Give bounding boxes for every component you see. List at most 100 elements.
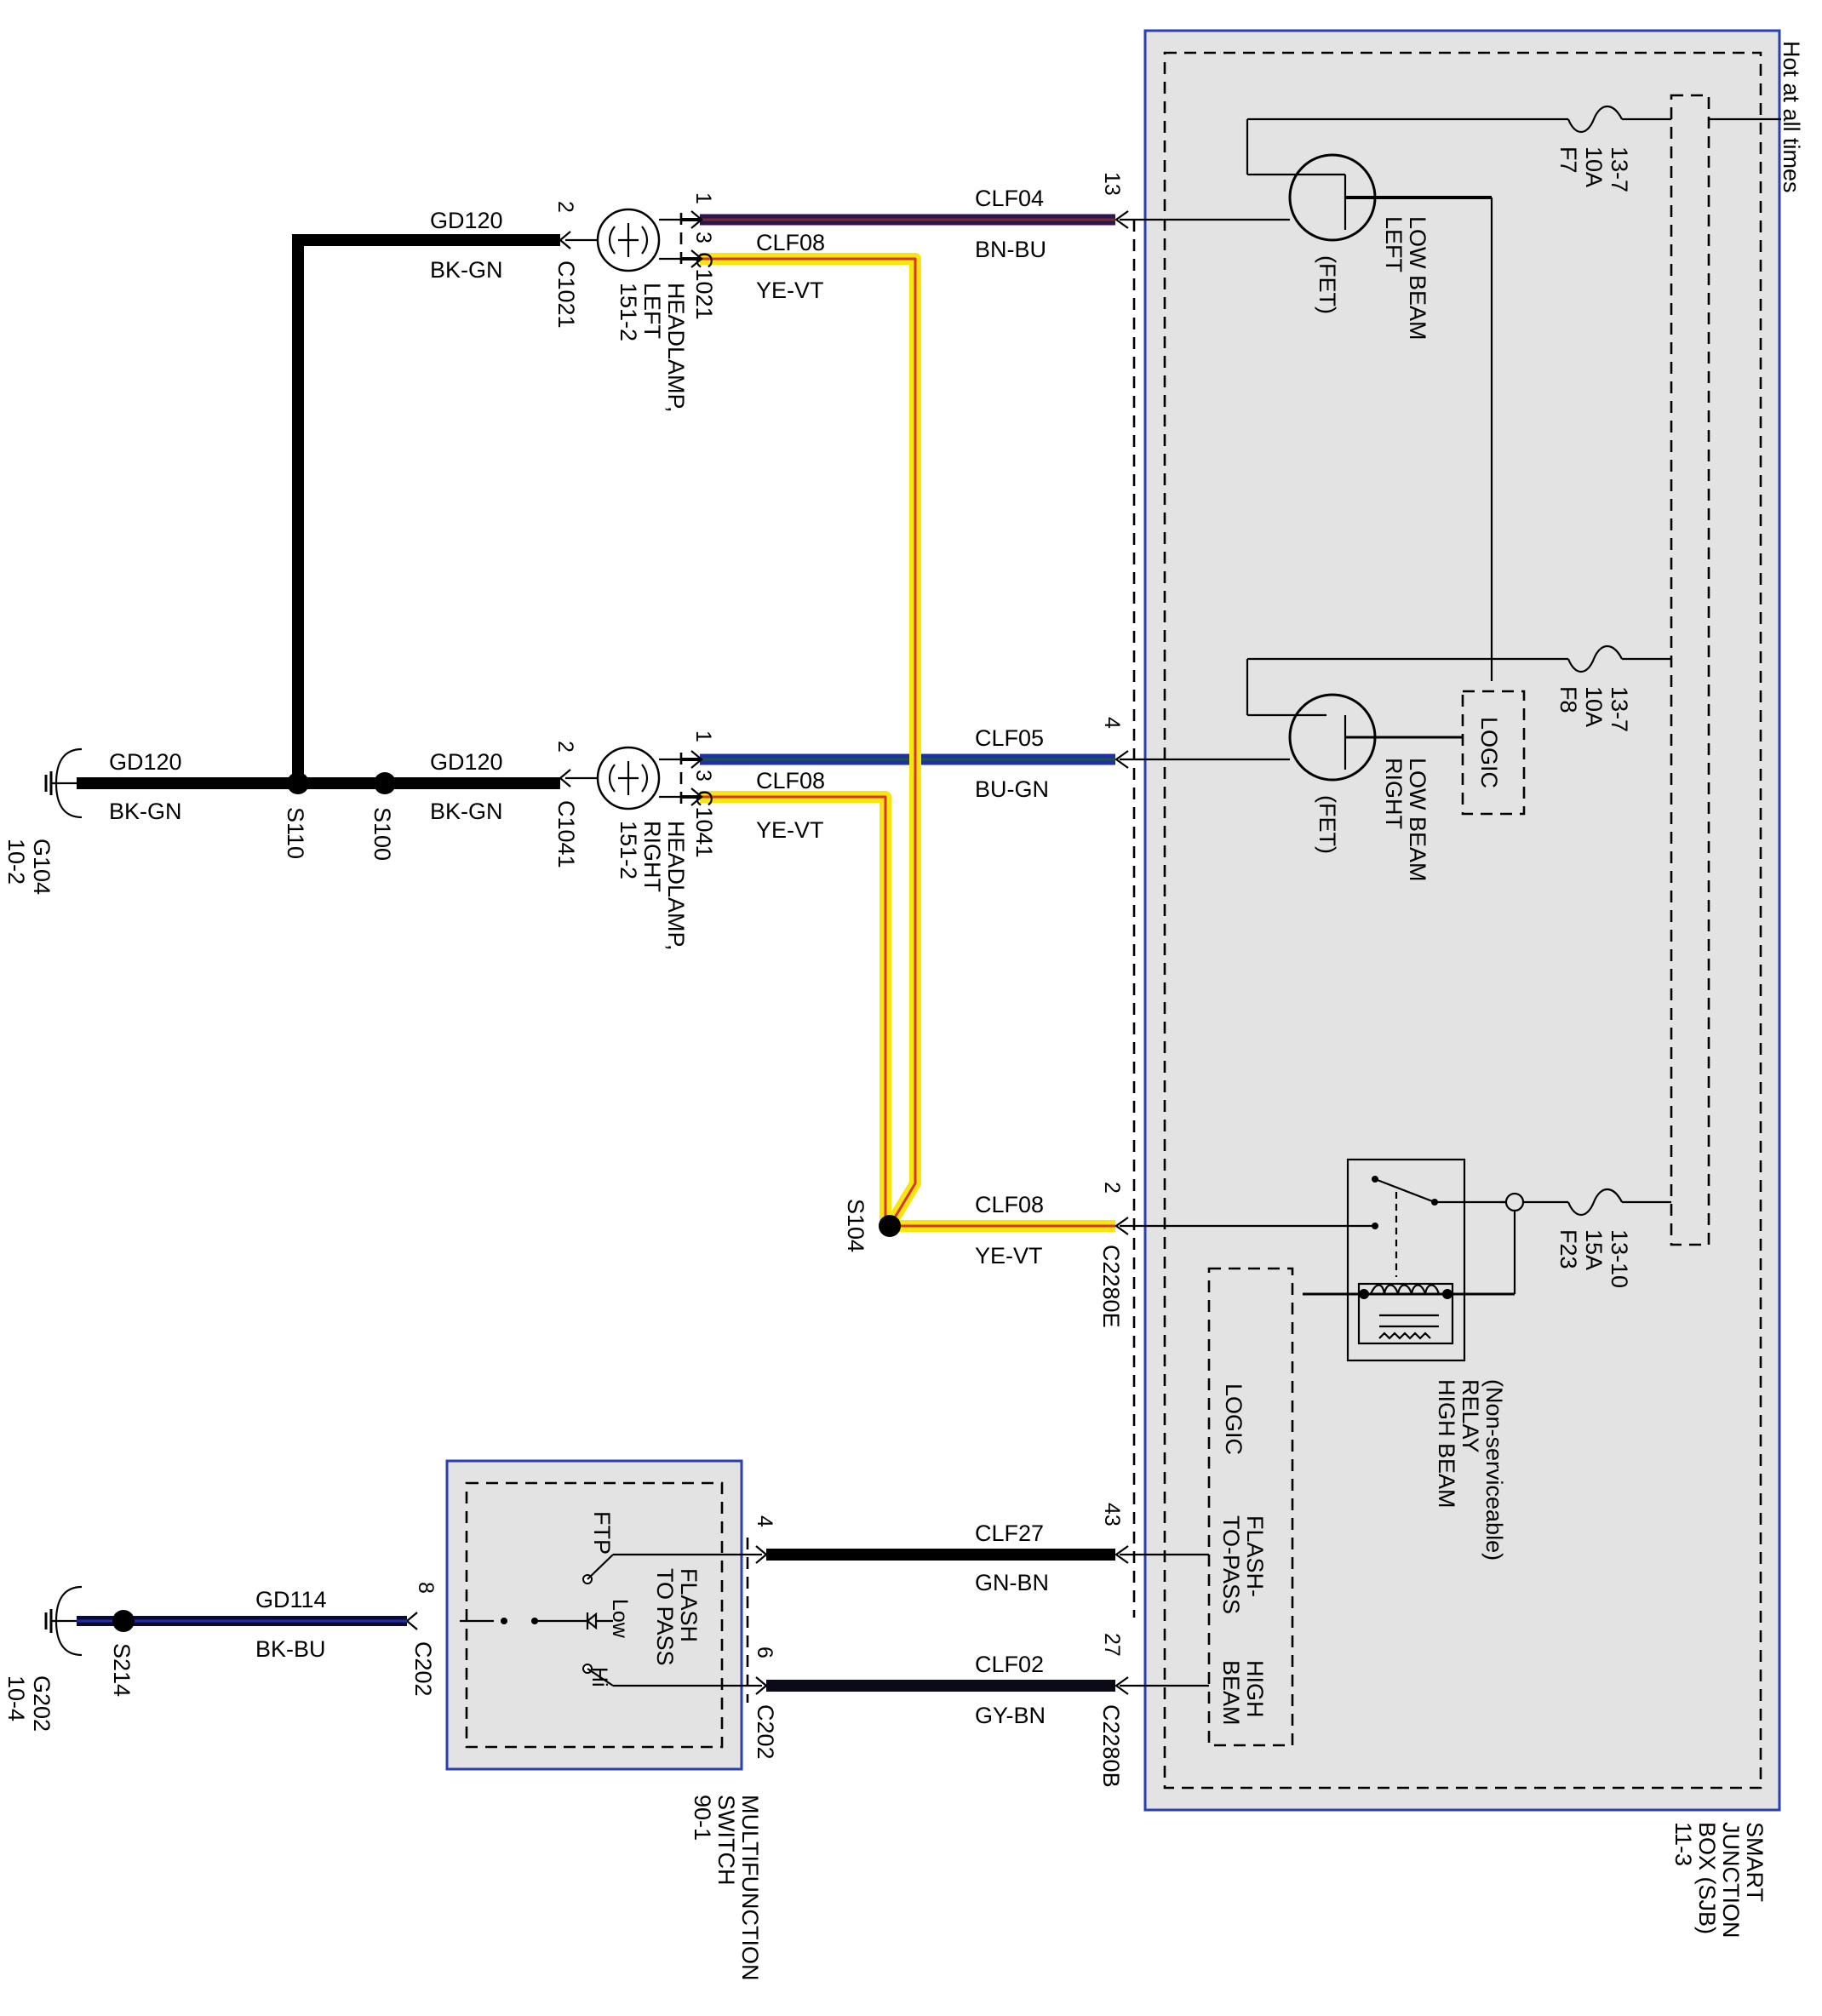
- mfs-pin-4: 4: [753, 1515, 776, 1527]
- fuse-f7: F7 10A 13-7: [1247, 105, 1671, 192]
- circuit-clf08-mid-name: CLF08: [756, 768, 825, 793]
- circuit-gd120-top-color: BK-GN: [430, 257, 503, 283]
- fet-right-name-line1: RIGHT: [1381, 758, 1407, 829]
- fuse-f23-ref: 13-10: [1607, 1229, 1632, 1288]
- bus-bar: [1670, 94, 1710, 1246]
- logic-lower-box: [1207, 1267, 1294, 1747]
- circuit-clf04-color: BN-BU: [975, 237, 1046, 262]
- circuit-gd120-mid-name: GD120: [430, 749, 503, 775]
- relay-name-line1: HIGH BEAM: [1434, 1379, 1459, 1509]
- circuit-clf02-color: GY-BN: [975, 1703, 1046, 1728]
- headlamp-left-c1021-right: C1021: [691, 252, 717, 320]
- fuse-f8-rating: 10A: [1581, 686, 1607, 727]
- relay-contact-arm: [1374, 1177, 1435, 1204]
- relay-coil-box: [1357, 1282, 1454, 1345]
- headlamp-left-pin-2: 2: [553, 201, 577, 213]
- fuse-f8-ref: 13-7: [1607, 686, 1632, 732]
- headlamp-left-pin-1: 1: [691, 192, 715, 204]
- sjb-pin-43: 43: [1100, 1503, 1124, 1526]
- headlamp-right-pin-3: 3: [691, 770, 715, 782]
- sjb-pins: 13 4 2 43 27 C2280E C2280B: [1098, 172, 1129, 1788]
- splice-s100: [374, 772, 396, 794]
- fet-right-name-line2: LOW BEAM: [1405, 758, 1430, 882]
- mfs-ftp-label: FTP: [589, 1511, 615, 1555]
- logic-lower-ftp-line2: TO-PASS: [1218, 1515, 1244, 1614]
- mfs-low-label: Low: [608, 1599, 632, 1639]
- mfs-pin-6: 6: [753, 1647, 776, 1658]
- ground-g202-ref: 10-4: [3, 1675, 29, 1721]
- headlamp-right-name-line3: 151-2: [616, 821, 641, 879]
- logic-lower-title: LOGIC: [1221, 1383, 1246, 1455]
- sjb-name-line3: BOX (SJB): [1694, 1822, 1720, 1934]
- fuse-f23-symbol: [1567, 1188, 1623, 1217]
- circuit-clf04-name: CLF04: [975, 186, 1044, 211]
- sjb-name-line1: SMART: [1742, 1822, 1768, 1902]
- sjb-housing: [1143, 29, 1781, 1812]
- circuit-gd120-mid-color: BK-GN: [430, 799, 503, 824]
- multifunction-switch: FTP FLASH TO PASS Low Hi MULTIFUNCTION S…: [405, 1459, 778, 1980]
- wire-clf08-right-branch: [700, 791, 891, 1226]
- hot-at-all-times-label: Hot at all times: [1779, 41, 1804, 193]
- ground-g104-ref: 10-2: [3, 839, 29, 885]
- sjb-inner-dashed-boundary: [1163, 51, 1762, 1790]
- fet-left-low-beam: LEFT LOW BEAM (FET): [1120, 119, 1493, 681]
- logic-upper-box: [1461, 690, 1526, 816]
- circuit-gd120-left-color: BK-GN: [109, 799, 182, 824]
- fuse-f8-name: F8: [1556, 686, 1581, 713]
- mfs-name-line3: 90-1: [690, 1795, 715, 1841]
- headlamp-right: 1 3 2 C1041 C1041 HEADLAMP, RIGHT 151-2: [553, 730, 717, 951]
- fet-left-name-line1: LEFT: [1381, 216, 1407, 272]
- circuit-clf08-bot-color: YE-VT: [975, 1243, 1043, 1269]
- sjb-pin-2: 2: [1100, 1182, 1124, 1194]
- circuit-gd114-color: BK-BU: [255, 1636, 326, 1662]
- circuit-clf05-color: BU-GN: [975, 776, 1049, 802]
- relay-feed-node: [1504, 1192, 1525, 1212]
- fuse-f23: F23 15A 13-10: [1529, 1188, 1671, 1288]
- fuse-f8: F8 10A 13-7: [1247, 644, 1671, 732]
- circuit-gd120-left-name: GD120: [109, 749, 182, 775]
- splice-s214: [112, 1610, 135, 1632]
- headlamp-left-name-line3: 151-2: [616, 283, 641, 341]
- relay-name-line3: (Non-serviceable): [1481, 1379, 1507, 1561]
- mfs-flash-line2: TO PASS: [652, 1568, 678, 1666]
- fuse-f7-name: F7: [1556, 146, 1581, 174]
- fuse-f23-rating: 15A: [1581, 1229, 1607, 1270]
- headlamp-right-c1041-right: C1041: [691, 790, 717, 858]
- fet-left-type: (FET): [1315, 255, 1340, 314]
- circuit-clf05: CLF05 BU-GN: [700, 725, 1115, 802]
- headlamp-left-c1021-left: C1021: [553, 261, 579, 329]
- headlamp-right-name-line2: RIGHT: [639, 821, 665, 892]
- mfs-flash-line1: FLASH: [676, 1568, 702, 1642]
- logic-lower: LOGIC FLASH- TO-PASS HIGH BEAM: [1120, 1267, 1294, 1747]
- relay-coil-symbol: [1369, 1284, 1441, 1295]
- headlamp-right-name-line1: HEADLAMP,: [663, 821, 689, 951]
- splice-s214-label: S214: [109, 1643, 135, 1697]
- ground-g104-name: G104: [29, 839, 54, 895]
- fet-right-low-beam: RIGHT LOW BEAM (FET) LOGIC: [1120, 659, 1526, 882]
- relay-housing: [1346, 1158, 1466, 1362]
- logic-upper-label: LOGIC: [1476, 717, 1502, 788]
- splice-s110: [287, 772, 309, 794]
- headlamp-right-pin-2: 2: [553, 741, 577, 753]
- mfs-c202-left: C202: [410, 1641, 436, 1697]
- sjb-pin-13: 13: [1100, 172, 1124, 196]
- ground-g104: G104 10-2: [3, 747, 83, 895]
- headlamp-left-name-line2: LEFT: [639, 283, 665, 339]
- sjb-pin-4: 4: [1100, 717, 1124, 729]
- fuse-f8-symbol: [1567, 644, 1623, 673]
- headlamp-left-pin-3: 3: [691, 232, 715, 243]
- circuit-clf27-name: CLF27: [975, 1521, 1044, 1546]
- circuit-clf27-color: GN-BN: [975, 1570, 1049, 1595]
- sjb-name-line4: 11-3: [1670, 1822, 1696, 1866]
- high-beam-relay: HIGH BEAM RELAY (Non-serviceable): [1120, 1158, 1529, 1561]
- fuse-f7-symbol: [1567, 105, 1623, 134]
- mfs-c202-right: C202: [753, 1704, 778, 1760]
- mfs-inner-dashed-boundary: [465, 1481, 724, 1749]
- logic-lower-hb-line2: BEAM: [1218, 1660, 1244, 1726]
- circuit-gd114-name: GD114: [255, 1587, 327, 1612]
- fet-left-name-line2: LOW BEAM: [1405, 216, 1430, 341]
- mfs-hi-label: Hi: [587, 1667, 611, 1687]
- circuit-gd120: GD120 BK-GN GD120 BK-GN GD120 BK-GN S110…: [77, 208, 560, 861]
- circuit-gd114: GD114 BK-BU S214: [77, 1587, 407, 1697]
